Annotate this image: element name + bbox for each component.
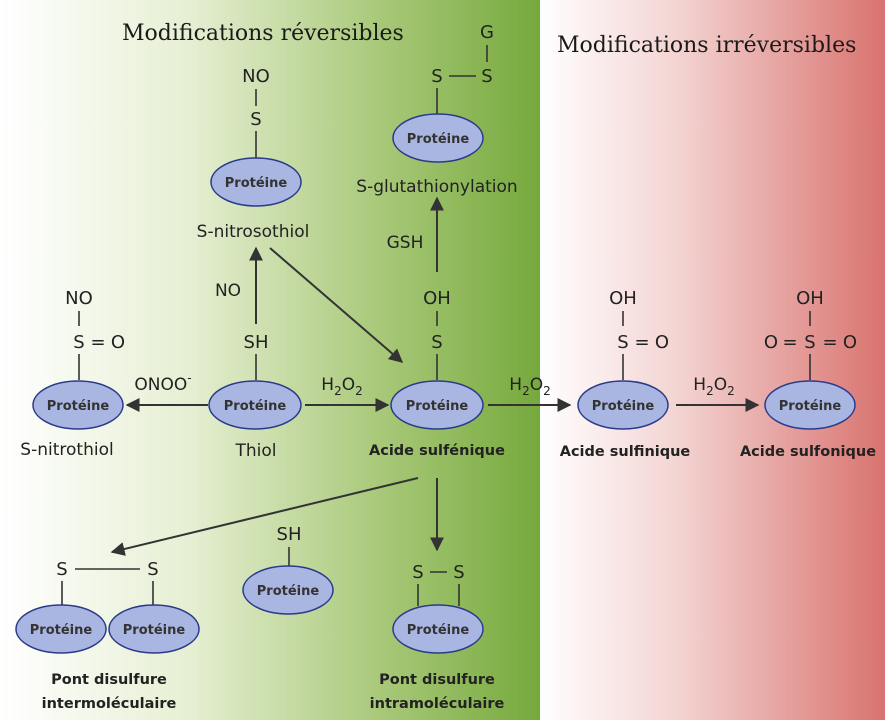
protein-label: Protéine xyxy=(779,399,842,414)
acide-sulfenique-structure: OH S Protéine xyxy=(390,288,484,430)
atom-s: S xyxy=(56,559,67,580)
protein-ellipse xyxy=(764,380,856,430)
protein-label: Protéine xyxy=(406,399,469,414)
label-s-glutathionylation: S-glutathionylation xyxy=(356,177,517,197)
atom-s: S xyxy=(412,562,423,583)
acide-sulfonique-structure: OH O = S = O Protéine xyxy=(764,288,857,430)
label-acide-sulfinique: Acide sulfinique xyxy=(560,444,691,460)
header-irreversible: Modifications irréversibles xyxy=(557,33,856,58)
label-s-nitrosothiol: S-nitrosothiol xyxy=(197,222,310,242)
protein-label: Protéine xyxy=(592,399,655,414)
atom-sh: SH xyxy=(244,332,269,353)
protein-label: Protéine xyxy=(123,623,186,638)
irreversible-zone xyxy=(540,0,885,720)
atom-s: S xyxy=(431,332,442,353)
protein-label: Protéine xyxy=(225,176,288,191)
atom-s: S xyxy=(617,332,628,353)
protein-label: Protéine xyxy=(407,132,470,147)
arrow-to-intermolecular xyxy=(110,477,419,556)
atom-o: O xyxy=(764,332,778,353)
reagent-onoo: ONOO- xyxy=(134,371,191,395)
label-pont-intra-line1: Pont disulfure xyxy=(379,672,495,688)
protein-ellipse xyxy=(208,380,302,430)
atom-no: NO xyxy=(65,288,93,309)
protein-ellipse xyxy=(242,565,334,615)
atom-s: S xyxy=(73,332,84,353)
atom-o: O xyxy=(843,332,857,353)
protein-ellipse xyxy=(32,380,124,430)
reagent-h2o2-3: H2O2 xyxy=(693,375,734,398)
label-s-nitrothiol: S-nitrothiol xyxy=(20,440,113,460)
free-thiol-protein-structure: SH Protéine xyxy=(242,524,334,615)
acide-sulfinique-structure: OH S = O Protéine xyxy=(577,288,669,430)
protein-label: Protéine xyxy=(407,623,470,638)
atom-oh: OH xyxy=(609,288,637,309)
s-glutathionylation-structure: G S S Protéine xyxy=(392,22,494,163)
protein-ellipse xyxy=(108,604,200,654)
atom-no: NO xyxy=(242,66,270,87)
atom-oh: OH xyxy=(796,288,824,309)
protein-ellipse xyxy=(210,157,302,207)
atom-o: O xyxy=(111,332,125,353)
reagent-h2o2-1: H2O2 xyxy=(321,375,362,398)
atom-s: S xyxy=(431,66,442,87)
bond-double: = xyxy=(634,332,649,353)
bond-double: = xyxy=(90,332,105,353)
intermolecular-disulfide-structure: S S Protéine Protéine xyxy=(15,559,200,654)
protein-ellipse xyxy=(390,380,484,430)
protein-ellipse xyxy=(577,380,669,430)
label-pont-intra-line2: intramoléculaire xyxy=(370,696,505,712)
atom-g: G xyxy=(480,22,494,43)
protein-ellipse xyxy=(15,604,107,654)
label-acide-sulfenique: Acide sulfénique xyxy=(369,443,505,459)
intramolecular-disulfide-structure: S S Protéine xyxy=(392,562,484,654)
protein-label: Protéine xyxy=(30,623,93,638)
atom-s: S xyxy=(481,66,492,87)
atom-s: S xyxy=(804,332,815,353)
label-pont-inter-line1: Pont disulfure xyxy=(51,672,167,688)
s-nitrothiol-structure: NO S = O Protéine xyxy=(32,288,125,430)
bond-double: = xyxy=(822,332,837,353)
header-reversible: Modifications réversibles xyxy=(122,21,404,46)
thiol-structure: SH Protéine xyxy=(208,332,302,430)
bond-double: = xyxy=(782,332,797,353)
protein-label: Protéine xyxy=(257,584,320,599)
reagent-no: NO xyxy=(215,281,241,301)
label-acide-sulfonique: Acide sulfonique xyxy=(740,444,876,460)
reagent-gsh: GSH xyxy=(387,233,424,253)
atom-s: S xyxy=(147,559,158,580)
atom-oh: OH xyxy=(423,288,451,309)
reagent-h2o2-2: H2O2 xyxy=(509,375,550,398)
label-pont-inter-line2: intermoléculaire xyxy=(42,696,177,712)
protein-label: Protéine xyxy=(224,399,287,414)
atom-s: S xyxy=(250,109,261,130)
s-nitrosothiol-structure: NO S Protéine xyxy=(210,66,302,207)
atom-sh: SH xyxy=(277,524,302,545)
atom-s: S xyxy=(453,562,464,583)
arrow-nitrosothiol-to-sulfenique xyxy=(269,247,404,363)
protein-ellipse xyxy=(392,604,484,654)
protein-ellipse xyxy=(392,113,484,163)
label-thiol: Thiol xyxy=(234,441,276,461)
atom-o: O xyxy=(655,332,669,353)
protein-label: Protéine xyxy=(47,399,110,414)
